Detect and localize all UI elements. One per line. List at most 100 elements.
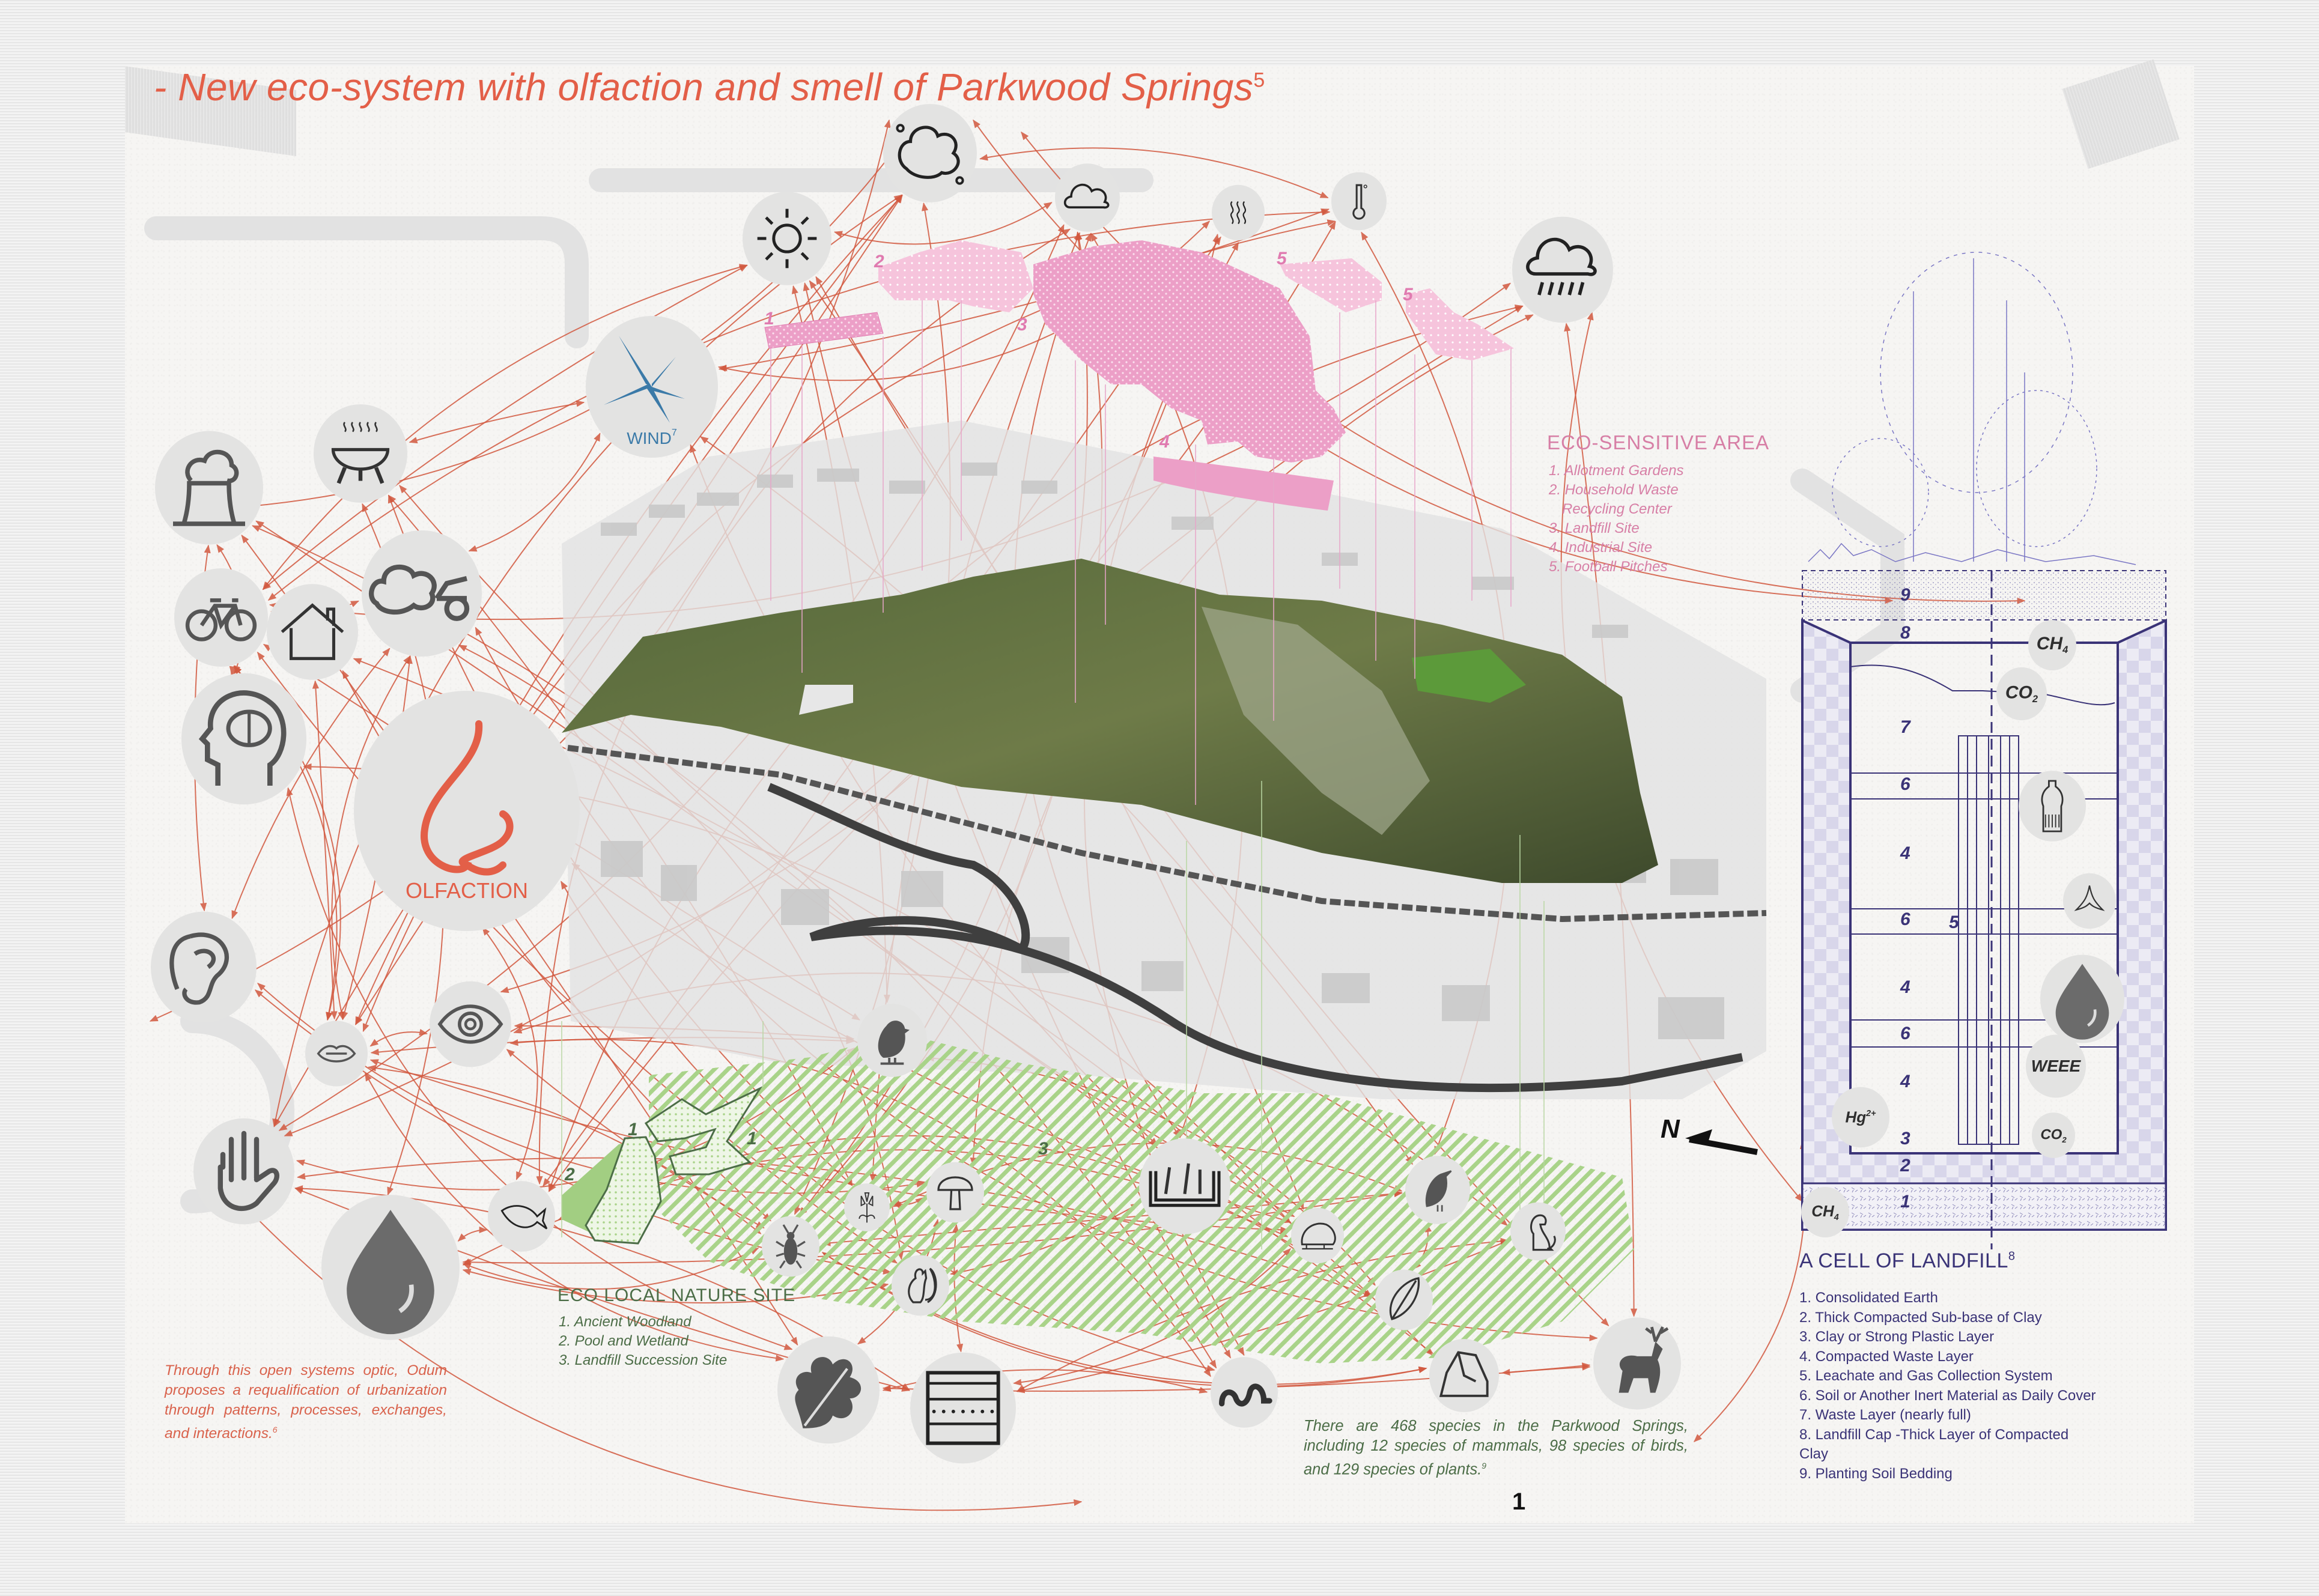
node-circle xyxy=(1331,172,1387,231)
car-exhaust-icon xyxy=(369,565,470,621)
oak-leaf-icon xyxy=(777,1336,880,1444)
connection-line xyxy=(369,1028,428,1047)
leaf-icon xyxy=(1389,1277,1420,1320)
connection-line xyxy=(457,1226,488,1242)
node-circle xyxy=(1832,1087,1889,1148)
zone-label: 1 xyxy=(747,1129,757,1148)
car-exhaust-icon xyxy=(362,530,482,657)
layer-label: 5 xyxy=(1949,912,1960,932)
node-circle xyxy=(892,1255,949,1316)
football-pitch xyxy=(1412,649,1526,703)
node-circle xyxy=(1996,667,2047,721)
barbecue-grill-icon xyxy=(314,404,407,503)
wind-blade xyxy=(604,384,652,405)
page-number: 1 xyxy=(1512,1488,1526,1515)
flower-icon xyxy=(844,1183,890,1231)
earthworm-icon xyxy=(1218,1383,1272,1407)
layer-label: 2 xyxy=(1900,1156,1910,1176)
node-circle xyxy=(2032,1112,2075,1158)
weee-node: WEEE xyxy=(2026,1034,2086,1098)
plastic-bottle-icon xyxy=(2041,780,2064,833)
banana-peel-icon xyxy=(2074,885,2105,911)
methane-node-bottom: CH4 xyxy=(1801,1187,1849,1237)
site-aerial-map xyxy=(562,420,1767,1099)
node-circle xyxy=(743,192,831,285)
sun-icon xyxy=(757,208,817,269)
methane-node: CH4 xyxy=(2028,620,2076,670)
species-text: There are 468 species in the Parkwood Sp… xyxy=(1304,1418,1688,1478)
flower-icon xyxy=(859,1192,875,1223)
legend-item: 7. Waste Layer (nearly full) xyxy=(1799,1407,1971,1423)
layer-label: 4 xyxy=(1900,1072,1910,1091)
layer-label: 7 xyxy=(1900,717,1911,737)
thermometer-icon xyxy=(1352,184,1367,220)
connection-line xyxy=(409,400,585,444)
bicycle-icon xyxy=(185,598,257,642)
eco-sensitive-area-list: 1. Allotment Gardens 2. Household Waste … xyxy=(1549,461,1684,577)
industrial-site-zone xyxy=(1153,457,1334,511)
wind-blade xyxy=(619,336,652,387)
leaf-icon xyxy=(1375,1269,1433,1331)
deer-icon xyxy=(1618,1326,1669,1393)
house-icon xyxy=(281,603,344,660)
zone-label: 1 xyxy=(764,309,774,329)
rock-icon xyxy=(1429,1339,1499,1412)
lips-icon xyxy=(305,1021,368,1087)
mercury-node: Hg2+ xyxy=(1832,1087,1889,1148)
factory-chimney-icon xyxy=(173,449,245,526)
node-circle xyxy=(151,911,257,1023)
landfill-title-text: A CELL OF LANDFILL xyxy=(1799,1249,2008,1272)
node-circle xyxy=(2063,873,2116,929)
railway-line xyxy=(567,745,1767,923)
legend-item: Recycling Center xyxy=(1562,501,1672,517)
node-circle xyxy=(267,584,358,680)
dog-icon xyxy=(1510,1202,1566,1261)
legend-item: 2. Pool and Wetland xyxy=(559,1333,688,1349)
carbon-dioxide-node-bottom: CO2 xyxy=(2032,1112,2075,1158)
barbecue-grill-icon xyxy=(331,422,390,484)
leachate-drop-icon xyxy=(2055,963,2109,1040)
crow-icon xyxy=(1425,1170,1452,1212)
zone-label: 3 xyxy=(1017,315,1027,335)
quote-footnote: 6 xyxy=(272,1425,278,1434)
house-icon xyxy=(267,584,358,680)
nose-icon xyxy=(421,720,514,876)
legend-item: 2. Household Waste xyxy=(1549,482,1679,498)
node-circle xyxy=(1291,1207,1344,1264)
carbon-dioxide-node: CO2 xyxy=(1996,667,2047,721)
thermometer-icon xyxy=(1331,172,1387,231)
compass-north-label: N xyxy=(1661,1114,1680,1144)
layer-label: 8 xyxy=(1900,623,1910,643)
legend-item: 2. Thick Compacted Sub-base of Clay xyxy=(1799,1309,2042,1326)
robin-bird-icon xyxy=(857,1004,927,1077)
node-circle xyxy=(1211,1357,1278,1428)
landfill-cell-title: A CELL OF LANDFILL8 xyxy=(1799,1249,2016,1273)
wind-blade xyxy=(649,387,685,399)
node-circle xyxy=(883,104,977,202)
legend-item: 4. Compacted Waste Layer xyxy=(1799,1348,1974,1365)
node-circle xyxy=(910,1352,1016,1464)
robin-bird-icon xyxy=(878,1021,910,1065)
node-circle xyxy=(430,981,511,1067)
page-title: - New eco-system with olfaction and smel… xyxy=(154,65,1265,109)
node-circle xyxy=(2026,1034,2086,1098)
squirrel-icon xyxy=(908,1267,937,1303)
node-circle xyxy=(1510,1202,1566,1261)
dog-icon xyxy=(1530,1214,1556,1251)
water-drop-icon xyxy=(347,1210,434,1335)
heat-waves-icon xyxy=(1230,201,1247,225)
node-circle xyxy=(314,404,407,503)
title-text: - New eco-system with olfaction and smel… xyxy=(154,65,1254,109)
species-note: There are 468 species in the Parkwood Sp… xyxy=(1304,1416,1688,1480)
zone-label: 4 xyxy=(1159,432,1170,452)
eco-local-nature-site-title: ECO LOCAL NATURE SITE xyxy=(558,1285,796,1305)
legend-item: 5. Football Pitches xyxy=(1549,559,1668,575)
legend-item: 5. Leachate and Gas Collection System xyxy=(1799,1368,2053,1384)
soil-layers-icon xyxy=(926,1371,1000,1445)
connection-line xyxy=(229,666,237,676)
legend-item: 3. Landfill Succession Site xyxy=(559,1352,728,1368)
zone-label: 2 xyxy=(874,252,884,272)
brain-head-icon xyxy=(198,690,287,786)
